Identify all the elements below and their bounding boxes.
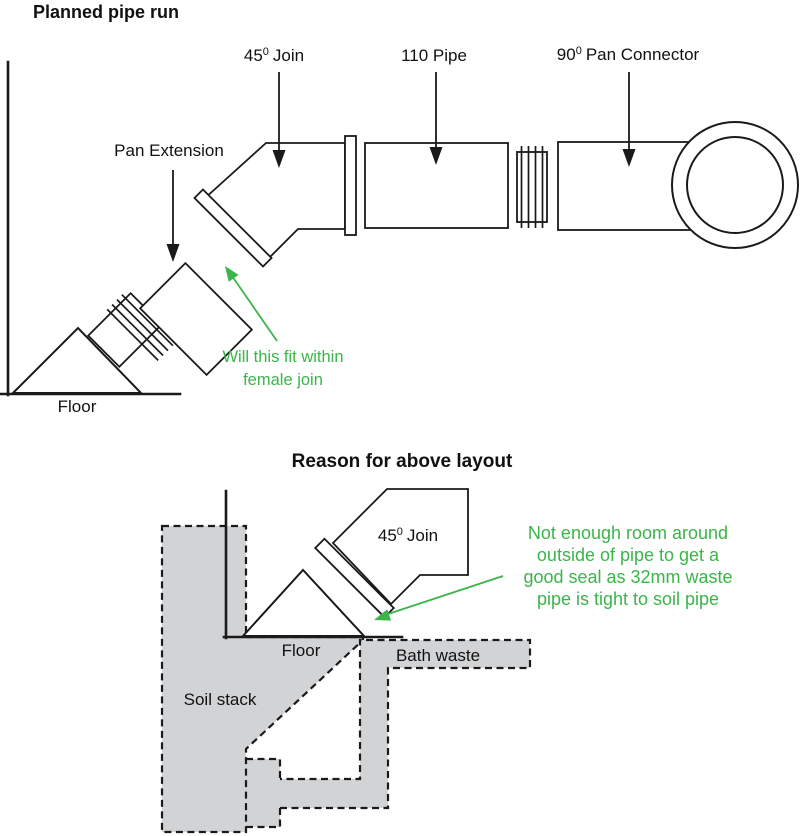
pan-outlet-triangle-2 xyxy=(240,568,367,637)
pan-extension-body xyxy=(138,261,254,377)
pan-extension-label: Pan Extension xyxy=(114,141,224,160)
fit-question-line2: female join xyxy=(243,371,323,389)
boss-fitting-outline xyxy=(246,757,282,829)
bath-waste-shape xyxy=(280,640,530,808)
pan-connector-arrowhead xyxy=(622,149,636,167)
pan-connector-inner-ring xyxy=(686,136,784,234)
no-room-note-line3: good seal as 32mm waste xyxy=(523,567,732,587)
ribbed-coupling xyxy=(516,146,548,228)
fit-question-arrow xyxy=(231,275,278,342)
bath-waste-outline xyxy=(280,638,532,810)
diagram1-title: Planned pipe run xyxy=(33,2,179,22)
no-room-arrowhead xyxy=(374,609,392,621)
pan-outlet-triangle xyxy=(10,326,144,394)
fit-question-line1: Will this fit within xyxy=(222,348,343,366)
rubber-adaptor-ribs xyxy=(106,294,174,362)
join-45-body xyxy=(202,142,346,265)
diagram2-title: Reason for above layout xyxy=(292,451,513,472)
female-join-flange xyxy=(193,188,273,268)
no-room-note-line2: outside of pipe to get a xyxy=(537,545,720,565)
join-45-body-2 xyxy=(331,488,469,606)
no-room-arrow xyxy=(387,575,504,615)
female-join-flange-2 xyxy=(313,537,396,619)
pipe-collar-flange xyxy=(344,135,357,236)
no-room-note-line4: pipe is tight to soil pipe xyxy=(537,589,719,609)
floor-label-2: Floor xyxy=(282,641,321,660)
pipe-110-arrowhead xyxy=(429,147,443,165)
bath-waste-label: Bath waste xyxy=(396,646,480,665)
soil-stack-label: Soil stack xyxy=(184,690,257,709)
diagram-planned-pipe-run: Planned pipe run Floor xyxy=(0,2,799,416)
join-45-arrowhead xyxy=(272,150,286,168)
fit-question-arrowhead xyxy=(225,266,239,282)
boss-fitting xyxy=(246,759,280,827)
floor-label: Floor xyxy=(58,397,97,416)
pipe-110-label: 110 Pipe xyxy=(401,46,467,65)
pan-extension-arrowhead xyxy=(166,244,180,262)
no-room-note-line1: Not enough room around xyxy=(528,523,728,543)
